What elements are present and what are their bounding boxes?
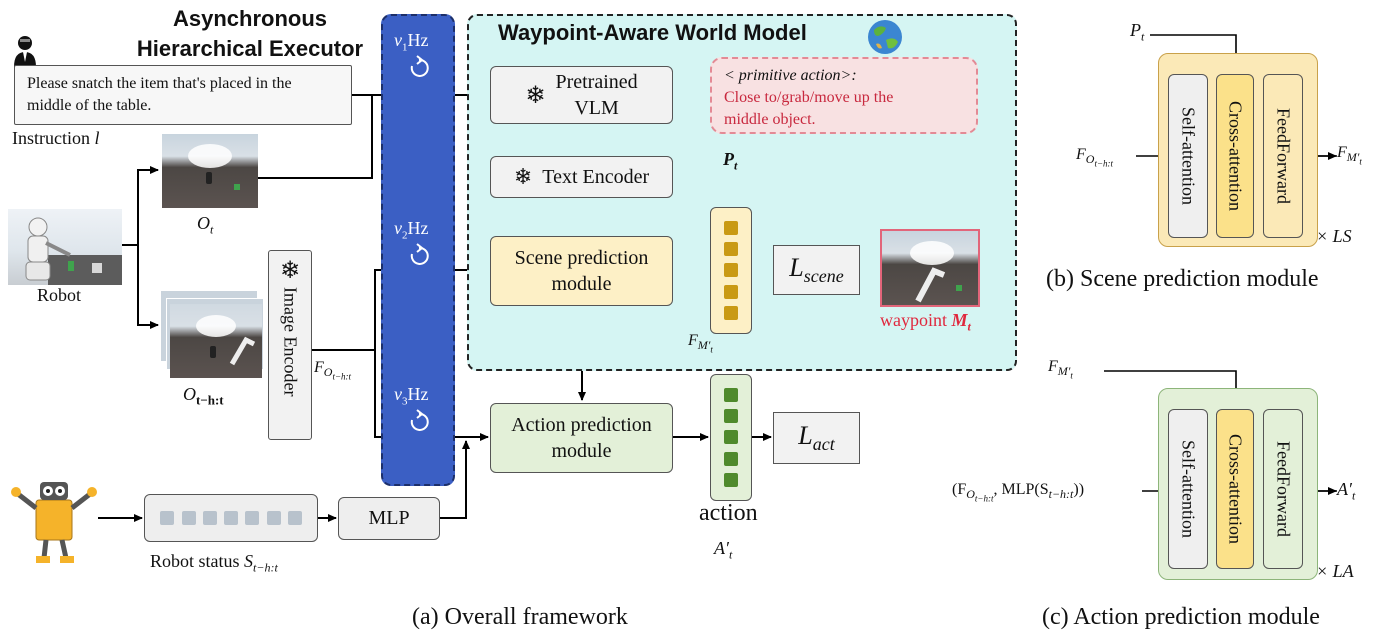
vlm-line1: Pretrained xyxy=(555,71,638,93)
feature-label: FOt−h:t xyxy=(314,359,352,382)
b-repeat-label: × LS xyxy=(1316,226,1352,246)
observation-image xyxy=(162,134,258,208)
vlm-box: ❄ Pretrained VLM xyxy=(490,66,673,124)
pt-label: Pt xyxy=(723,149,738,173)
loop-icon xyxy=(410,409,429,431)
observation-stack-image xyxy=(170,304,262,378)
robot-split-line xyxy=(122,166,159,246)
snowflake-icon: ❄ xyxy=(525,81,546,109)
action-token xyxy=(724,451,738,466)
b-pt-label: Pt xyxy=(1130,20,1145,44)
user-icon xyxy=(14,36,36,67)
scene-token-column xyxy=(710,207,752,334)
robot-status-box xyxy=(144,494,318,542)
status-token xyxy=(224,511,238,525)
loop-icon xyxy=(410,243,429,265)
l-act-box: Lact xyxy=(773,412,860,464)
b-feedforward-block: FeedForward xyxy=(1263,74,1303,238)
action-line1: Action prediction xyxy=(511,414,652,436)
caption-b: (b) Scene prediction module xyxy=(1046,266,1319,292)
b-self-attention-block: Self-attention xyxy=(1168,74,1208,238)
robot-image xyxy=(8,209,122,285)
status-token xyxy=(160,511,175,525)
status-token xyxy=(181,511,196,525)
status-token xyxy=(202,511,217,525)
scene-line1: Scene prediction xyxy=(514,247,649,269)
scene-token xyxy=(724,242,738,257)
instruction-box: Please snatch the item that's placed in … xyxy=(14,65,352,125)
action-token xyxy=(724,409,738,424)
action-label: action xyxy=(699,500,758,526)
text-encoder-box: ❄ Text Encoder xyxy=(490,156,673,198)
observation-to-vlm-line xyxy=(258,95,373,179)
action-token-column xyxy=(710,374,752,501)
caption-a: (a) Overall framework xyxy=(412,604,628,630)
freq-v3-label: ν3Hz xyxy=(394,384,429,408)
c-feedforward-block: FeedForward xyxy=(1263,409,1303,569)
freq-v2-label: ν2Hz xyxy=(394,218,429,242)
status-token xyxy=(287,511,302,525)
scene-token xyxy=(724,284,738,299)
primitive-line2: middle object. xyxy=(724,111,816,128)
action-line2: module xyxy=(551,440,612,462)
action-token xyxy=(724,472,738,487)
image-encoder-label: Image Encoder xyxy=(280,287,301,397)
scene-prediction-box: Scene prediction module xyxy=(490,236,673,306)
c-self-attention-block: Self-attention xyxy=(1168,409,1208,569)
c-cross-attention-block: Cross-attention xyxy=(1216,409,1254,569)
scene-token xyxy=(724,221,738,236)
mlp-to-action-arrow xyxy=(440,440,470,519)
status-token xyxy=(245,511,260,525)
vlm-line2: VLM xyxy=(574,97,619,119)
globe-icon xyxy=(868,20,902,54)
fm-label: FM′t xyxy=(688,332,713,355)
action-symbol: A′t xyxy=(714,538,733,562)
observation-label: Ot xyxy=(197,213,214,237)
snowflake-icon: ❄ xyxy=(279,256,301,284)
frequency-bar xyxy=(381,14,455,486)
world-model-title: Waypoint-Aware World Model xyxy=(498,20,807,45)
status-token xyxy=(266,511,281,525)
snowflake-icon: ❄ xyxy=(513,164,533,190)
action-prediction-box: Action prediction module xyxy=(490,403,673,473)
text-encoder-label: Text Encoder xyxy=(542,165,650,188)
primitive-action-box: < primitive action>: Close to/grab/move … xyxy=(710,57,978,134)
waypoint-image xyxy=(880,229,980,307)
instruction-label: Instruction l xyxy=(12,128,100,148)
c-repeat-label: × LA xyxy=(1316,561,1354,581)
b-output-label: FM′t xyxy=(1337,144,1362,167)
b-cross-attention-block: Cross-attention xyxy=(1216,74,1254,238)
waypoint-label: waypoint Mt xyxy=(880,310,971,334)
mlp-label: MLP xyxy=(368,507,410,529)
scene-token xyxy=(724,305,738,320)
b-input-label: FOt−h:t xyxy=(1076,146,1114,169)
instruction-text: Please snatch the item that's placed in … xyxy=(27,75,292,114)
c-output-label: A′t xyxy=(1337,479,1356,503)
mlp-box: MLP xyxy=(338,497,440,540)
executor-title-line2: Hierarchical Executor xyxy=(136,36,364,61)
freq-v1-label: ν1Hz xyxy=(394,30,429,54)
loop-icon xyxy=(410,55,429,77)
action-token xyxy=(724,430,738,445)
l-scene-box: Lscene xyxy=(773,245,860,295)
observation-seq-label: Ot−h:t xyxy=(183,384,224,408)
image-encoder-box: ❄ Image Encoder xyxy=(268,250,312,440)
primitive-header: < primitive action>: xyxy=(724,67,857,84)
robot-mascot-icon xyxy=(11,482,97,563)
scene-token xyxy=(724,263,738,278)
executor-title-line1: Asynchronous xyxy=(172,6,328,31)
robot-split-line-2 xyxy=(137,245,159,329)
robot-status-label: Robot status St−h:t xyxy=(150,551,278,575)
primitive-line1: Close to/grab/move up the xyxy=(724,89,894,106)
robot-label: Robot xyxy=(37,285,82,305)
c-fm-label: FM′t xyxy=(1048,358,1073,381)
action-token xyxy=(724,388,738,403)
c-input-label: (FOt−h:t, MLP(St−h:t)) xyxy=(952,481,1085,504)
scene-line2: module xyxy=(551,273,612,295)
caption-c: (c) Action prediction module xyxy=(1042,604,1320,630)
